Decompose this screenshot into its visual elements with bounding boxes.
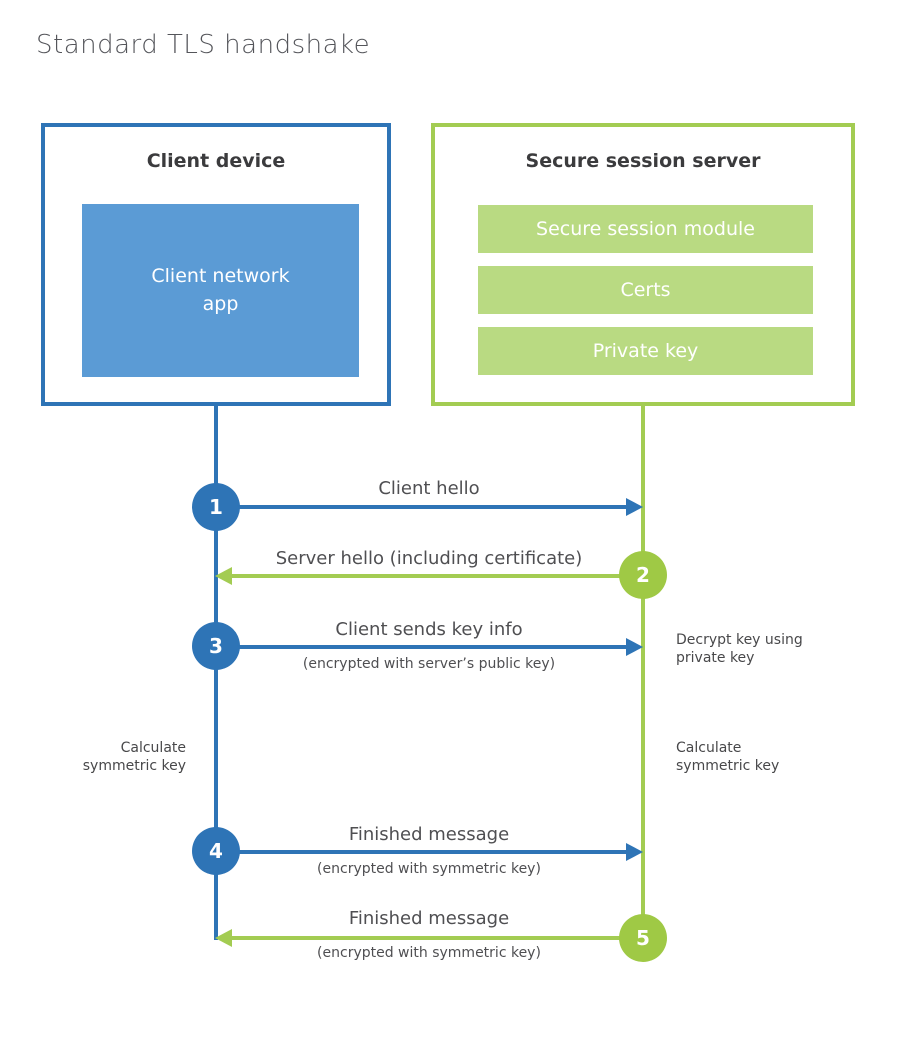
step-5-arrowhead-icon [215,929,232,947]
step-1-arrowhead-icon [626,498,643,516]
step-3-badge: 3 [192,622,240,670]
step-1-label: Client hello [378,478,480,499]
step-5-badge: 5 [619,914,667,962]
step-5-arrow [231,936,643,940]
secure-session-server-title: Secure session server [525,150,761,172]
note-calculate-symmetric-key-server: Calculate symmetric key [676,740,780,775]
step-4-label: Finished message [348,824,510,845]
client-device-title: Client device [146,150,286,172]
server-lifeline [641,404,645,938]
step-2-badge: 2 [619,551,667,599]
step-4-sublabel: (encrypted with symmetric key) [317,861,541,877]
step-5-label: Finished message [348,908,510,929]
step-4-badge: 4 [192,827,240,875]
note-decrypt-key: Decrypt key using private key [676,632,803,667]
step-2-arrowhead-icon [215,567,232,585]
step-3-sublabel: (encrypted with server’s public key) [302,656,556,672]
client-network-app-block: Client network app [82,204,359,377]
server-module-secure-session: Secure session module [478,205,813,253]
step-4-arrow [216,850,626,854]
step-4-arrowhead-icon [626,843,643,861]
step-1-arrow [216,505,626,509]
step-3-arrow [216,645,626,649]
step-3-label: Client sends key info [335,619,523,640]
client-lifeline [214,406,218,940]
client-device-box: Client device Client network app [41,123,391,406]
note-calculate-symmetric-key-client: Calculate symmetric key [82,740,186,775]
step-1-badge: 1 [192,483,240,531]
step-3-arrowhead-icon [626,638,643,656]
server-module-certs: Certs [478,266,813,314]
server-modules: Secure session module Certs Private key [478,205,813,388]
step-2-label: Server hello (including certificate) [275,548,583,569]
step-5-sublabel: (encrypted with symmetric key) [317,945,541,961]
secure-session-server-box: Secure session server Secure session mod… [431,123,855,406]
step-2-arrow [231,574,643,578]
page-title: Standard TLS handshake [36,30,371,60]
server-module-private-key: Private key [478,327,813,375]
